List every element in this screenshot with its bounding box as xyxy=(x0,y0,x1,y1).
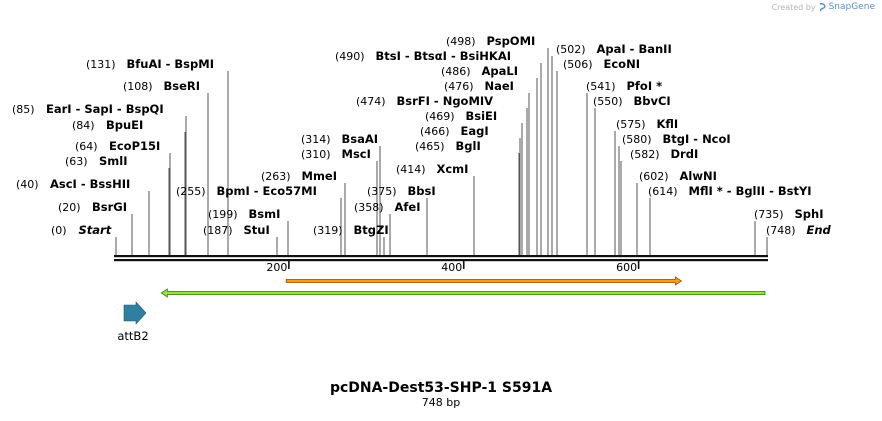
site-position: (40) xyxy=(16,178,39,191)
enzyme-site-label[interactable]: SphI xyxy=(795,207,824,221)
site-position: (63) xyxy=(65,155,88,168)
site-position: (255) xyxy=(176,185,206,198)
site-position: (263) xyxy=(261,170,291,183)
enzyme-site-label[interactable]: PspOMI xyxy=(487,34,536,48)
snapgene-logo-icon xyxy=(819,2,826,11)
site-position: (466) xyxy=(420,125,450,138)
site-position: (375) xyxy=(367,185,397,198)
enzyme-site-label[interactable]: BpmI - Eco57MI xyxy=(217,184,317,198)
enzyme-site-label[interactable]: Start xyxy=(79,223,112,237)
backbone-top-strand xyxy=(114,255,768,258)
enzyme-site-label[interactable]: ApaI - BanII xyxy=(597,42,672,56)
enzyme-site-label[interactable]: BfuAI - BspMI xyxy=(127,57,215,71)
site-position: (108) xyxy=(123,80,153,93)
site-position: (582) xyxy=(630,148,660,161)
site-position: (550) xyxy=(593,95,623,108)
site-position: (469) xyxy=(425,110,455,123)
site-position: (20) xyxy=(58,201,81,214)
site-position: (580) xyxy=(622,133,652,146)
enzyme-site-label[interactable]: StuI xyxy=(244,223,270,237)
enzyme-site-label[interactable]: SmlI xyxy=(99,154,128,168)
attb2-label: attB2 xyxy=(117,329,148,343)
enzyme-site-label[interactable]: EagI xyxy=(461,124,489,138)
site-position: (199) xyxy=(208,208,238,221)
ruler-tick-label: 600 xyxy=(616,261,637,274)
enzyme-site-label[interactable]: MflI * - BglII - BstYI xyxy=(689,184,812,198)
site-position: (187) xyxy=(203,224,233,237)
site-position: (486) xyxy=(441,65,471,78)
enzyme-site-label[interactable]: BglI xyxy=(456,139,481,153)
snapgene-credit: Created by SnapGene xyxy=(772,2,875,12)
site-position: (64) xyxy=(75,140,98,153)
site-position: (541) xyxy=(586,80,616,93)
enzyme-site-label[interactable]: EarI - SapI - BspQI xyxy=(46,102,164,116)
created-by-text: Created by xyxy=(771,2,816,12)
enzyme-site-label[interactable]: BbvCI xyxy=(634,94,671,108)
enzyme-site-label[interactable]: DrdI xyxy=(671,147,699,161)
enzyme-site-labels: (0) Start (20) BsrGI (40) AscI - BssHII (63) Sm… xyxy=(12,34,832,237)
site-connector-lines xyxy=(115,48,768,255)
backbone-bottom-strand xyxy=(114,259,768,262)
site-position: (0) xyxy=(51,224,67,237)
site-position: (465) xyxy=(415,140,445,153)
site-position: (575) xyxy=(616,118,646,131)
enzyme-site-label[interactable]: BsmI xyxy=(249,207,281,221)
site-position: (476) xyxy=(444,80,474,93)
enzyme-site-label[interactable]: MscI xyxy=(342,147,371,161)
enzyme-site-label[interactable]: BseRI xyxy=(164,79,201,93)
ruler-tick-label: 400 xyxy=(441,261,462,274)
enzyme-site-label[interactable]: BtsI - BtsαI - BsiHKAI xyxy=(376,49,512,63)
ruler-ticks: 200 400 600 xyxy=(266,261,640,274)
site-position: (310) xyxy=(301,148,331,161)
enzyme-site-label[interactable]: BpuEI xyxy=(106,118,143,132)
snapgene-product-name: SnapGene xyxy=(828,2,875,12)
enzyme-site-label[interactable]: EcoP15I xyxy=(109,139,160,153)
site-position: (358) xyxy=(354,201,384,214)
ruler-tick-label: 200 xyxy=(266,261,287,274)
enzyme-site-label[interactable]: XcmI xyxy=(437,162,469,176)
map-title: pcDNA-Dest53-SHP-1 S591A xyxy=(330,380,552,396)
site-position: (84) xyxy=(72,119,95,132)
dna-backbone xyxy=(114,255,768,262)
feature-arrows: attB2 xyxy=(117,276,766,343)
site-position: (474) xyxy=(356,95,386,108)
enzyme-site-label[interactable]: BsrFI - NgoMIV xyxy=(397,94,494,108)
site-position: (85) xyxy=(12,103,35,116)
enzyme-site-label[interactable]: EcoNI xyxy=(604,57,640,71)
enzyme-site-label[interactable]: BsiEI xyxy=(466,109,498,123)
enzyme-site-label[interactable]: NaeI xyxy=(485,79,514,93)
site-position: (614) xyxy=(648,185,678,198)
enzyme-site-label[interactable]: BtgI - NcoI xyxy=(663,132,731,146)
site-position: (131) xyxy=(86,58,116,71)
enzyme-site-label[interactable]: BbsI xyxy=(408,184,436,198)
site-position: (735) xyxy=(754,208,784,221)
enzyme-site-label[interactable]: KflI xyxy=(657,117,679,131)
enzyme-site-label[interactable]: PfoI * xyxy=(627,79,663,93)
site-position: (319) xyxy=(313,224,343,237)
green-orf-arrow[interactable] xyxy=(160,288,766,298)
enzyme-site-label[interactable]: AlwNI xyxy=(680,169,717,183)
enzyme-site-label[interactable]: End xyxy=(807,223,832,237)
site-position: (502) xyxy=(556,43,586,56)
site-position: (748) xyxy=(766,224,796,237)
enzyme-site-label[interactable]: AfeI xyxy=(395,200,421,214)
site-position: (414) xyxy=(396,163,426,176)
enzyme-site-label[interactable]: BtgZI xyxy=(354,223,389,237)
enzyme-site-label[interactable]: ApaLI xyxy=(482,64,519,78)
enzyme-site-label[interactable]: MmeI xyxy=(302,169,338,183)
orange-orf-arrow[interactable] xyxy=(285,276,683,286)
site-position: (490) xyxy=(335,50,365,63)
site-position: (314) xyxy=(301,133,331,146)
site-position: (602) xyxy=(639,170,669,183)
map-length: 748 bp xyxy=(422,396,460,409)
enzyme-site-label[interactable]: BsrGI xyxy=(92,200,127,214)
site-position: (506) xyxy=(563,58,593,71)
enzyme-site-label[interactable]: AscI - BssHII xyxy=(50,177,130,191)
attb2-feature[interactable] xyxy=(123,301,147,325)
site-position: (498) xyxy=(446,35,476,48)
enzyme-site-label[interactable]: BsaAI xyxy=(342,132,379,146)
